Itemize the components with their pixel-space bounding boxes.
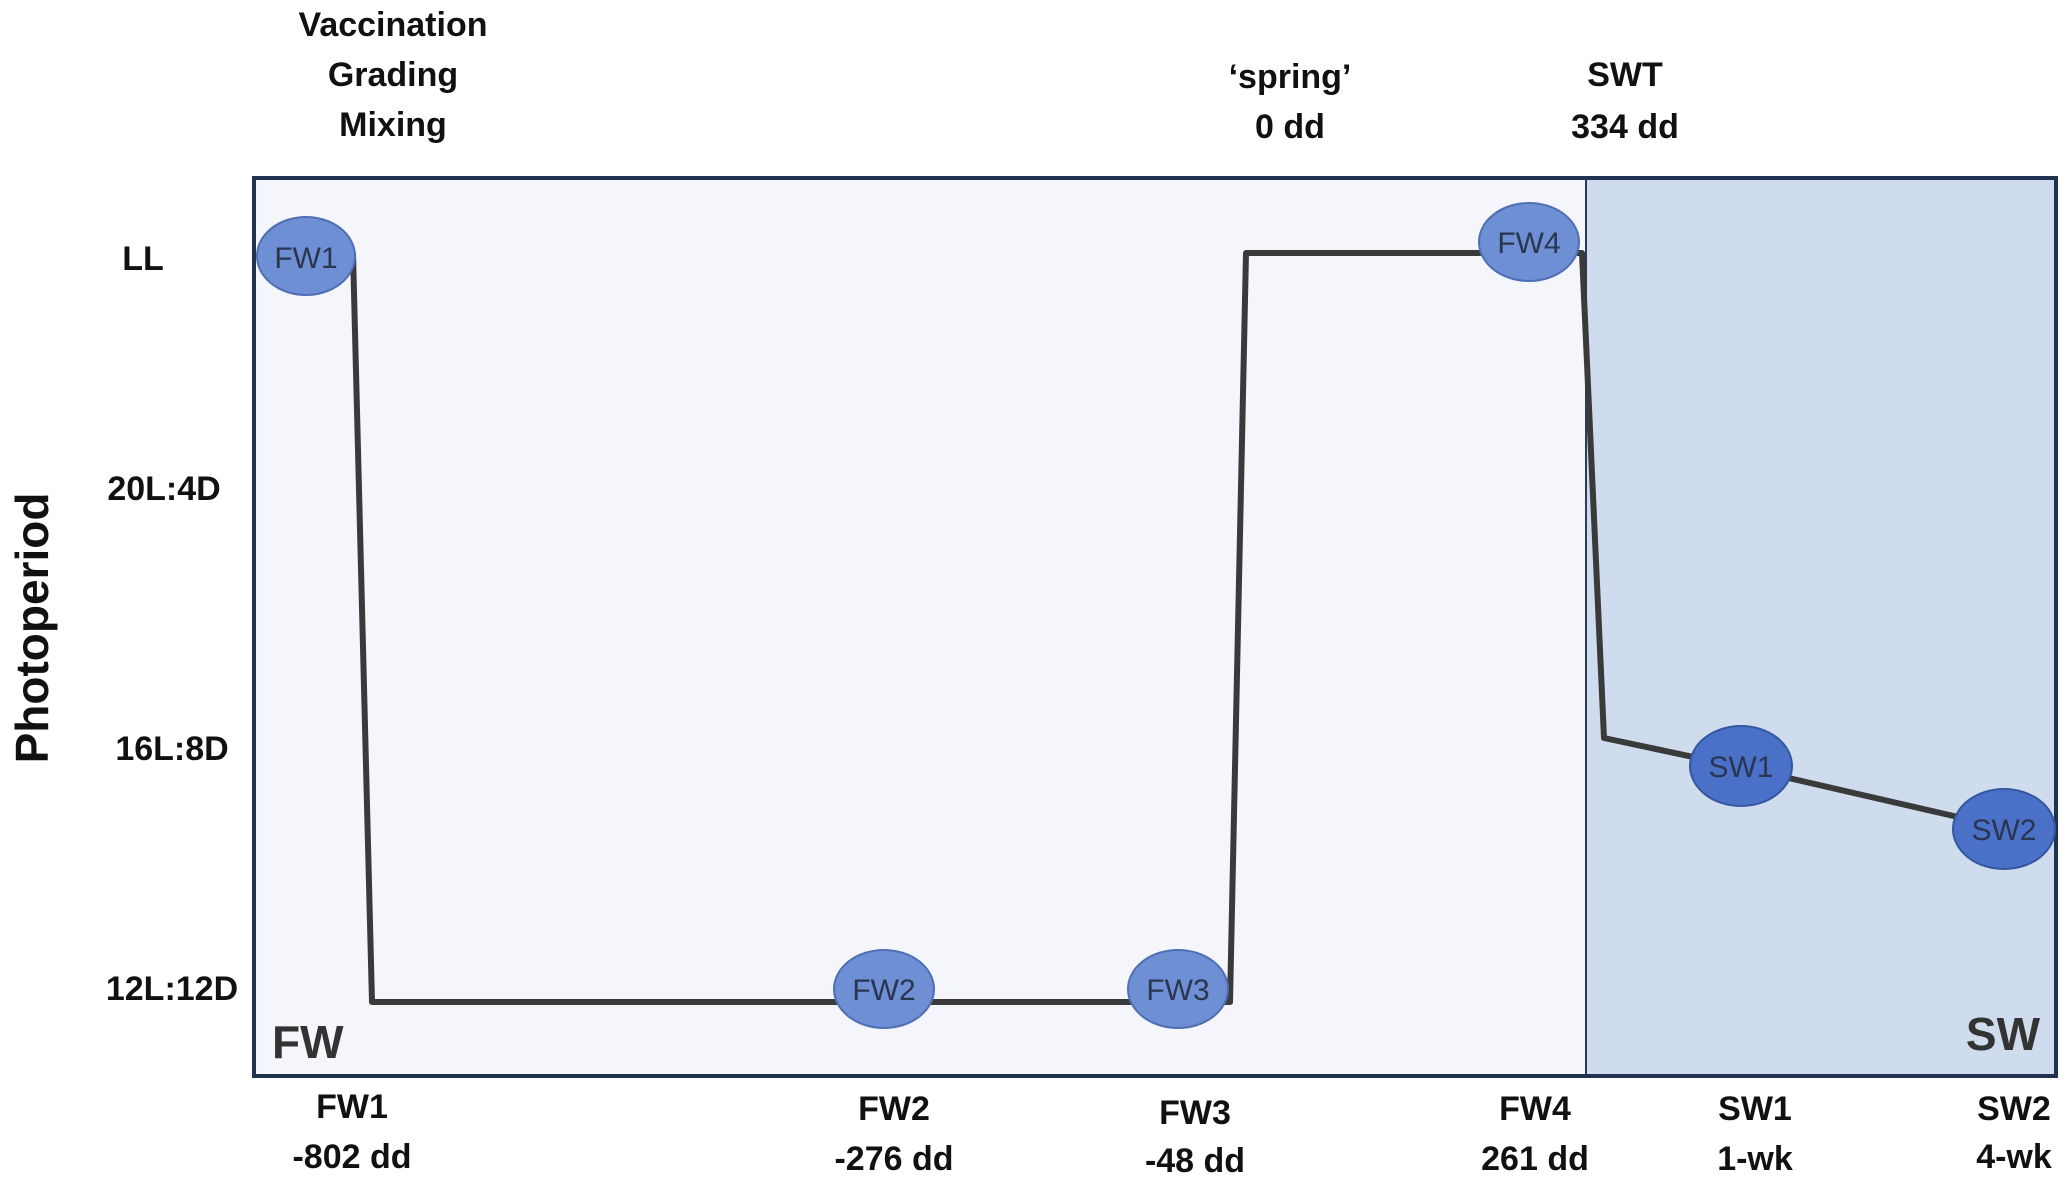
bottom-label-fw1-time: -802 dd (292, 1138, 411, 1176)
sampling-node-fw4: FW4 (1478, 202, 1580, 282)
node-label-sw2: SW2 (1971, 814, 2036, 847)
bottom-label-sw1-name: SW1 (1718, 1090, 1792, 1128)
spring-annotation-line1: ‘spring’ (1229, 58, 1352, 96)
y-level-20l-4d: 20L:4D (107, 470, 220, 508)
y-level-12l-12d: 12L:12D (106, 970, 238, 1008)
bottom-label-sw2-name: SW2 (1977, 1090, 2051, 1128)
sampling-node-sw1: SW1 (1689, 725, 1793, 807)
seawater-zone (1586, 178, 2056, 1076)
vaccination-annotation-line3: Mixing (339, 106, 447, 144)
plot-frame (252, 176, 2058, 1078)
swt-annotation-line1: SWT (1587, 56, 1663, 94)
node-label-fw4: FW4 (1497, 227, 1560, 260)
node-label-fw1: FW1 (274, 242, 337, 275)
vaccination-annotation-line2: Grading (328, 56, 458, 94)
bottom-label-fw2-name: FW2 (858, 1090, 930, 1128)
node-label-fw3: FW3 (1146, 974, 1209, 1007)
sampling-node-fw1: FW1 (256, 216, 356, 296)
swt-annotation-line2: 334 dd (1571, 108, 1679, 146)
y-level-ll: LL (122, 240, 164, 278)
node-label-fw2: FW2 (852, 974, 915, 1007)
bottom-label-fw3-name: FW3 (1159, 1094, 1231, 1132)
fw-zone-label: FW (272, 1016, 344, 1068)
bottom-label-fw1-name: FW1 (316, 1088, 388, 1126)
vaccination-annotation-line1: Vaccination (299, 6, 488, 44)
spring-annotation-line2: 0 dd (1255, 108, 1325, 146)
sampling-node-sw2: SW2 (1952, 788, 2056, 870)
bottom-label-fw4-name: FW4 (1499, 1090, 1571, 1128)
y-level-16l-8d: 16L:8D (115, 730, 228, 768)
bottom-label-fw3-time: -48 dd (1145, 1142, 1245, 1180)
bottom-label-fw4-time: 261 dd (1481, 1140, 1589, 1178)
node-label-sw1: SW1 (1708, 751, 1773, 784)
bottom-label-fw2-time: -276 dd (834, 1140, 953, 1178)
sampling-node-fw2: FW2 (833, 949, 935, 1029)
bottom-label-sw2-time: 4-wk (1976, 1138, 2052, 1176)
bottom-label-sw1-time: 1-wk (1717, 1140, 1793, 1178)
y-axis-title: Photoperiod (6, 493, 58, 764)
freshwater-zone (254, 178, 1586, 1076)
sw-zone-label: SW (1966, 1008, 2041, 1060)
sampling-node-fw3: FW3 (1127, 949, 1229, 1029)
